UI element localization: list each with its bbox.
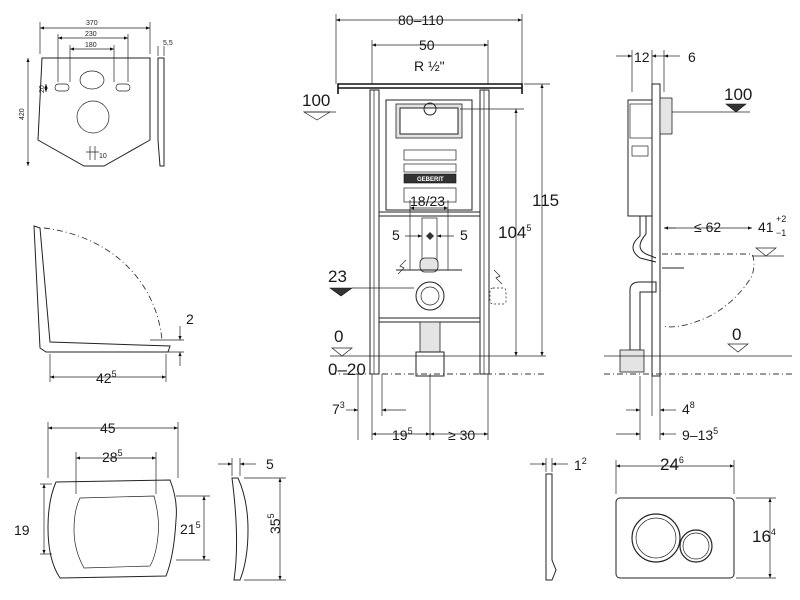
sound-insulation-plate-view: 370 230 180 420 20 10 5,5	[19, 20, 173, 167]
water-connection-label: R ½"	[414, 58, 445, 74]
dim-lid-width: 45	[100, 420, 116, 436]
level-23: 23	[328, 267, 347, 286]
dim-19: 195	[392, 426, 413, 443]
dim-bolt-5-left: 5	[392, 227, 400, 243]
level-100-front: 100	[302, 91, 330, 110]
dim-plate-thickness: 5,5	[163, 40, 173, 47]
profile-frame-post	[651, 83, 661, 377]
dim-frame-height-104: 1045	[498, 223, 531, 242]
profile-cistern	[627, 99, 653, 217]
electrical-box	[489, 287, 507, 305]
profile-flush-pipe	[632, 216, 657, 263]
dim-12: 12	[634, 49, 650, 65]
profile-drain-bend	[629, 281, 657, 351]
dim-9-13: 9–135	[682, 426, 718, 443]
dim-plate-10: 10	[99, 153, 107, 160]
flush-button-views: 12 246 164	[530, 455, 776, 581]
dim-6: 6	[688, 49, 696, 65]
dim-frame-width-50: 50	[419, 37, 435, 53]
seat-open-arc	[43, 227, 163, 341]
dim-profile-35: 355	[266, 513, 283, 534]
dim-41: 41	[758, 219, 774, 235]
dim-plate-width: 246	[660, 455, 684, 474]
dim-lid-inner: 285	[102, 448, 123, 465]
dim-seat-gap: 2	[186, 311, 194, 327]
range-0-20: 0–20	[328, 360, 366, 379]
plate-drain-slot	[86, 146, 99, 160]
flush-plate-front	[615, 497, 735, 579]
dim-plate-side: 12	[574, 456, 587, 473]
cistern-body	[385, 99, 473, 211]
dim-plate-hole: 180	[85, 42, 97, 49]
dim-plate-width: 370	[86, 20, 98, 27]
seat-side-view: 2 425	[33, 225, 194, 386]
plate-profile	[157, 57, 165, 167]
dim-plate-20: 20	[39, 85, 46, 93]
water-supply-valve	[423, 102, 437, 116]
frame-left-post	[369, 89, 380, 375]
tol-minus: −1	[776, 228, 786, 238]
dim-lid-19: 19	[14, 522, 30, 538]
frame-right-post	[479, 89, 490, 375]
seat-lid-profile	[33, 225, 171, 353]
dim-seat-depth: 425	[96, 369, 117, 386]
lid-inner	[73, 495, 159, 569]
wc-drain-connection	[415, 281, 445, 311]
level-0-front: 0	[334, 327, 343, 346]
dim-max-62: ≤ 62	[694, 219, 721, 235]
plate-hole-main	[76, 100, 110, 134]
flush-button-small[interactable]	[679, 529, 713, 563]
drain-outlet	[419, 257, 439, 273]
dim-lid-21: 215	[180, 520, 201, 537]
dim-7: 73	[332, 400, 345, 417]
dim-min-30: ≥ 30	[448, 427, 475, 443]
dim-profile-5: 5	[266, 456, 274, 472]
dim-frame-height-115: 115	[532, 191, 559, 210]
frame-top-rail	[337, 83, 523, 94]
level-0-profile: 0	[732, 325, 741, 344]
installation-frame-front-view: 80–110 50 R ½" GEBERIT 18/23	[302, 12, 559, 443]
dim-plate-height: 420	[19, 108, 26, 120]
brand-plate	[403, 173, 457, 184]
plate-slot-right	[115, 83, 131, 92]
plate-outline	[37, 57, 151, 167]
lid-profile-shape	[231, 477, 249, 581]
dim-4: 48	[682, 400, 695, 417]
dim-plate-inner: 230	[85, 31, 97, 38]
drain-pipe	[419, 321, 441, 353]
tol-plus: +2	[776, 214, 786, 224]
lid-top-view: 45 285 19 215	[14, 420, 210, 579]
flush-plate-side	[545, 473, 557, 581]
level-100-profile: 100	[724, 85, 752, 104]
brand-label: GEBERIT	[417, 177, 444, 183]
dim-bolt-spacing: 18/23	[410, 193, 445, 209]
profile-wc-outline	[661, 253, 755, 328]
dim-plate-height: 164	[752, 527, 776, 546]
dim-bolt-5-right: 5	[460, 227, 468, 243]
flush-button-large[interactable]	[631, 513, 681, 563]
lid-outline	[47, 479, 177, 579]
installation-profile-view: 12 6 100 ≤ 62 41 +2 −1 0	[604, 49, 792, 443]
dim-frame-width-range: 80–110	[398, 12, 444, 28]
lid-side-profile: 5 355	[218, 456, 286, 581]
plate-slot-left	[54, 83, 70, 92]
plate-hole-upper	[79, 70, 105, 90]
